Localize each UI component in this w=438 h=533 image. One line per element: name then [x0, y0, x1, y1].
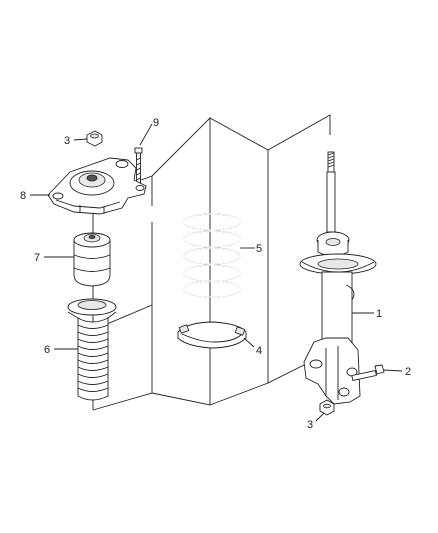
callout-upper-nut: 3 — [64, 135, 70, 147]
leader-lines — [30, 123, 403, 422]
jounce-bumper — [73, 232, 111, 287]
lower-bolt — [351, 364, 385, 381]
callout-lower-bolt: 2 — [405, 366, 411, 378]
callout-strut-assembly: 1 — [376, 308, 382, 320]
callout-lower-nut: 3 — [307, 419, 313, 431]
strut-assembly — [299, 151, 377, 405]
callout-jounce-bumper: 7 — [34, 252, 40, 264]
callout-spring-isolator: 4 — [256, 345, 262, 357]
callout-dust-boot: 6 — [44, 344, 50, 356]
dust-boot — [67, 298, 117, 401]
coil-spring — [183, 213, 241, 298]
callout-labels: 3 9 8 7 6 5 4 1 2 3 — [20, 117, 411, 431]
lower-nut — [319, 399, 335, 416]
upper-nut — [86, 130, 103, 147]
frame-spring — [209, 117, 269, 406]
spring-isolator — [177, 321, 247, 349]
callout-upper-mount: 8 — [20, 190, 26, 202]
upper-strut-mount — [47, 157, 147, 215]
callout-mount-bolt: 9 — [153, 117, 159, 129]
callout-coil-spring: 5 — [256, 243, 262, 255]
